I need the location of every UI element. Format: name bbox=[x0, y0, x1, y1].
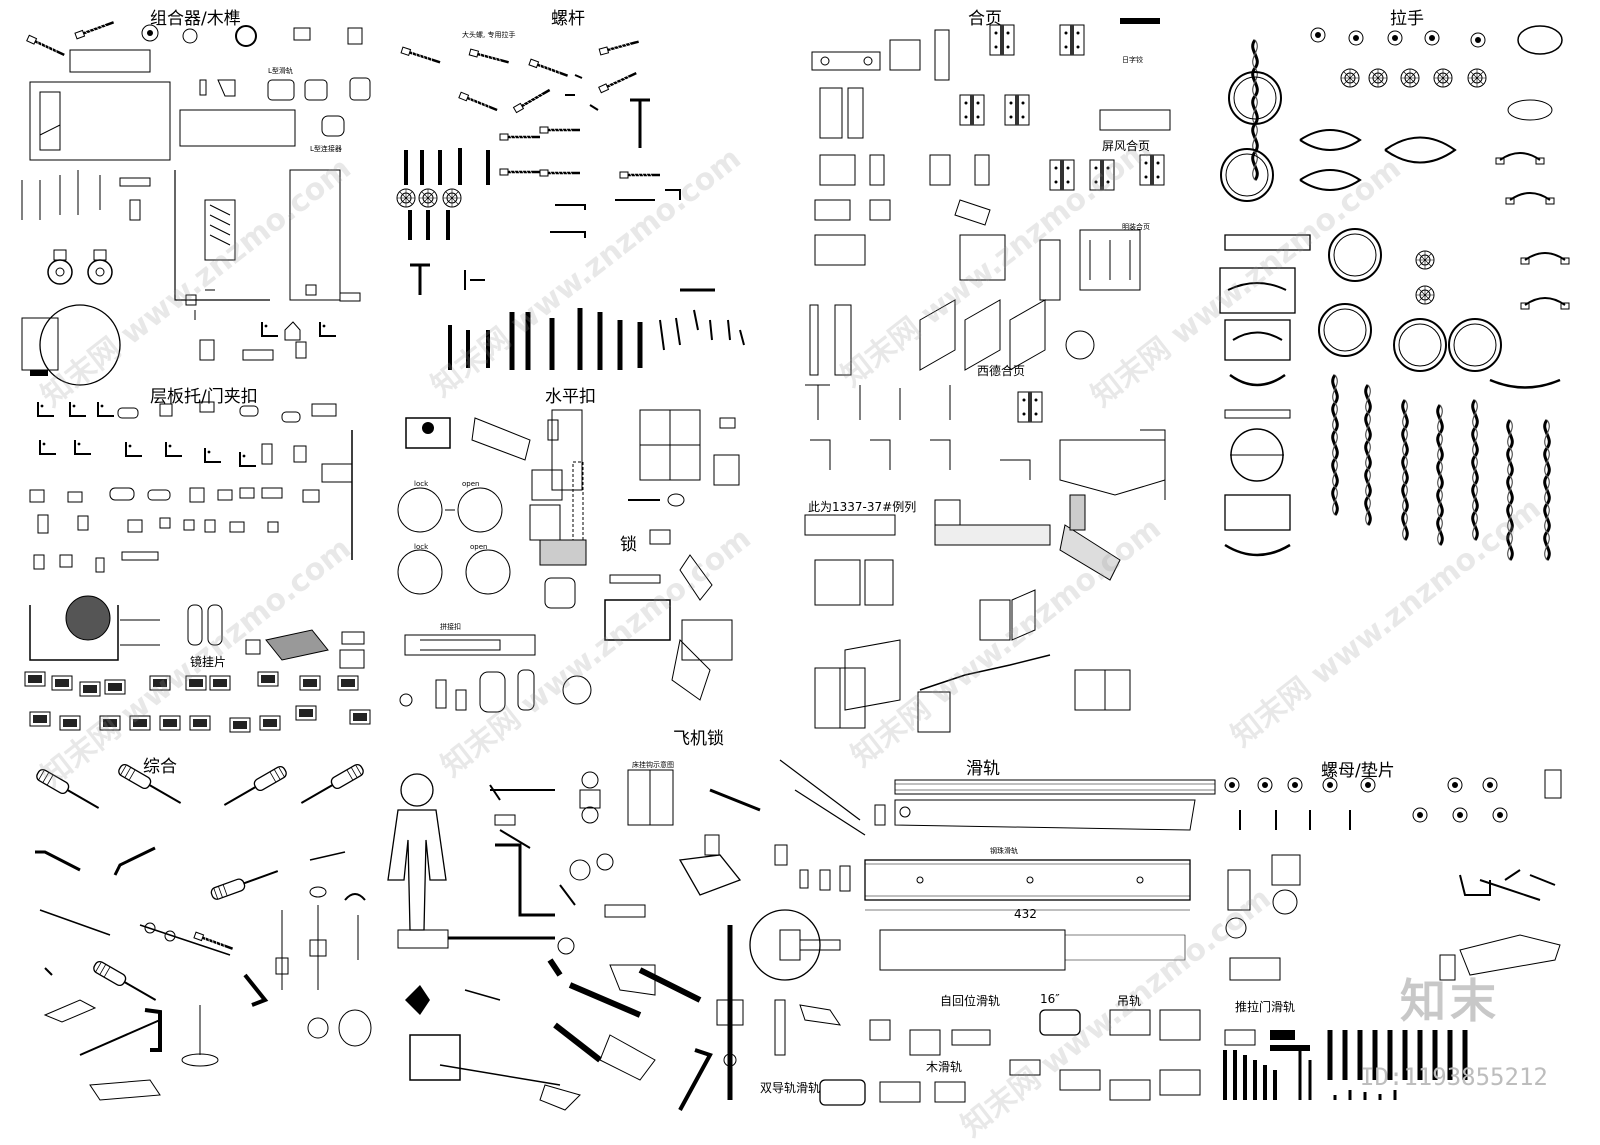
label-xide: 西德合页 bbox=[977, 364, 1026, 378]
label-shuangdao: 双导轨滑轨 bbox=[760, 1081, 821, 1095]
misc-tool-group-art bbox=[34, 761, 372, 1101]
section-title-heye: 合页 bbox=[968, 9, 1002, 29]
watermark-logo: 知末 bbox=[1400, 974, 1500, 1028]
section-title-suo: 锁 bbox=[620, 535, 637, 555]
label-open-1: open bbox=[462, 480, 480, 488]
label-datouluo: 大头螺, 专用拉手 bbox=[462, 31, 516, 39]
section-title-feiji: 飞机锁 bbox=[673, 729, 724, 749]
label-lock-1: lock bbox=[414, 480, 429, 488]
hardware-drawing-canvas bbox=[21, 18, 1570, 1111]
section-title-huagui: 滑轨 bbox=[966, 759, 1000, 779]
label-gangzhu: 钢珠滑轨 bbox=[990, 847, 1018, 855]
dimension-432: 432 bbox=[1014, 907, 1037, 921]
label-lock-2: lock bbox=[414, 543, 429, 551]
label-lcon: L型连接器 bbox=[310, 145, 342, 153]
aircraft-lock-group-art bbox=[387, 769, 761, 1111]
label-tuilamen: 推拉门滑轨 bbox=[1235, 1000, 1296, 1014]
hinge-group-art bbox=[804, 18, 1171, 733]
label-jingguapian: 镜挂片 bbox=[190, 655, 227, 669]
label-chuangguagou: 床挂钩示意图 bbox=[632, 761, 674, 769]
section-title-cengban: 层板托/门夹扣 bbox=[150, 387, 258, 407]
connector-group-art bbox=[21, 18, 371, 386]
section-title-zonghe: 综合 bbox=[143, 757, 177, 777]
image-id-stamp: ID:1193855212 bbox=[1360, 1063, 1548, 1091]
label-ci1337: 此为1337-37#例列 bbox=[808, 500, 917, 514]
label-pingfeng: 屏风合页 bbox=[1102, 139, 1151, 153]
nut-washer-group-art bbox=[1223, 769, 1562, 1100]
screw-group-art bbox=[396, 37, 745, 370]
label-pinjie: 拼接扣 bbox=[440, 623, 461, 631]
label-diaogui: 吊轨 bbox=[1117, 994, 1142, 1008]
section-title-shuiping: 水平扣 bbox=[545, 387, 596, 407]
section-title-luogan: 螺杆 bbox=[551, 9, 585, 29]
label-mingzhuang: 明装合页 bbox=[1122, 223, 1150, 231]
shelf-support-group-art bbox=[24, 401, 371, 733]
section-title-luomu: 螺母/垫片 bbox=[1321, 761, 1395, 781]
slide-rail-group-art bbox=[749, 759, 1216, 1106]
label-size16: 16″ bbox=[1040, 992, 1060, 1006]
label-zihuiwei: 自回位滑轨 bbox=[940, 994, 1001, 1008]
section-title-lashou: 拉手 bbox=[1390, 9, 1424, 29]
label-lrail: L型滑轨 bbox=[268, 67, 293, 75]
handle-group-art bbox=[1219, 25, 1570, 562]
label-muhuagui: 木滑轨 bbox=[926, 1060, 963, 1074]
label-ribenjiao: 日字铰 bbox=[1122, 56, 1143, 64]
latch-lock-group-art bbox=[397, 409, 740, 713]
label-open-2: open bbox=[470, 543, 488, 551]
section-title-zuheqi: 组合器/木榫 bbox=[150, 9, 241, 29]
